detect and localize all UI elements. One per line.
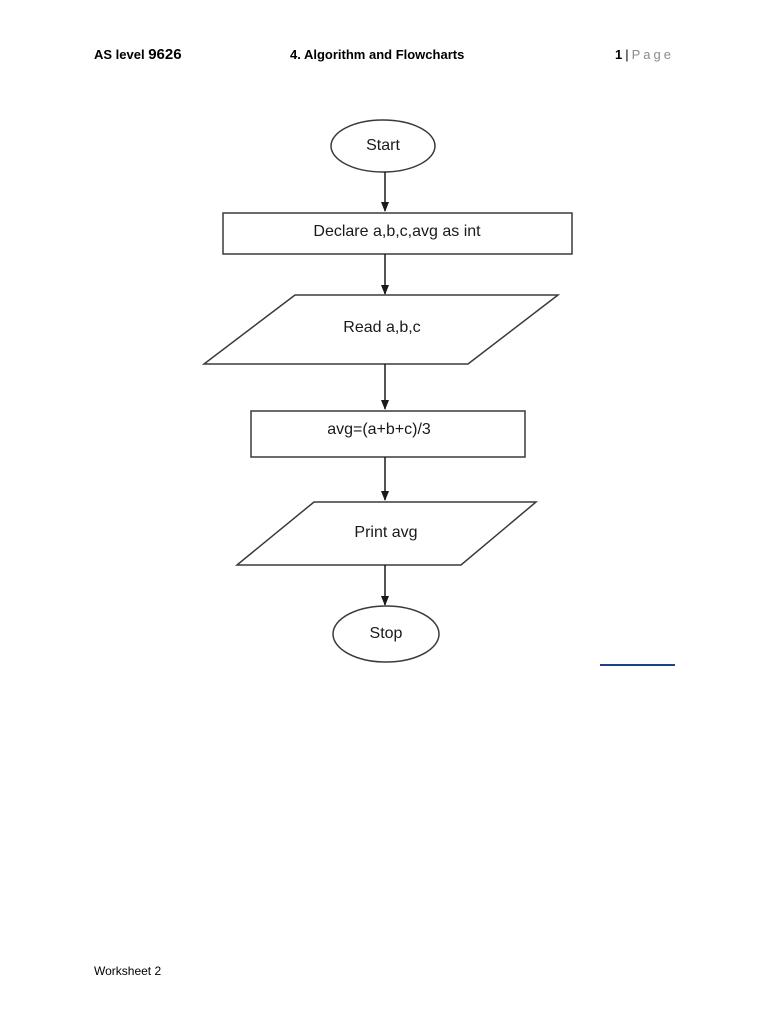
start-terminator [330,119,436,173]
page-separator: | [625,47,629,62]
declare-process-box [222,212,573,255]
course-code: 9626 [148,46,182,63]
print-output-parallelogram [234,501,539,566]
compute-label: avg=(a+b+c)/3 [327,421,431,438]
chapter-title: 4. Algorithm and Flowcharts [290,47,465,62]
declare-label: Declare a,b,c,avg as int [313,223,481,240]
page-footer: Worksheet 2 [94,964,162,978]
read-input-parallelogram [201,294,561,365]
page-header: AS level 9626 4. Algorithm and Flowchart… [94,46,674,66]
start-label: Start [366,137,400,154]
page-indicator: 1|Page [615,47,674,62]
page-word: Page [631,47,674,62]
link-underline [600,664,675,666]
course-label: AS level 9626 [94,46,182,63]
page-number: 1 [615,47,623,62]
stop-terminator [332,605,440,663]
compute-process-box [250,410,526,458]
stop-label: Stop [370,625,403,642]
read-label: Read a,b,c [343,319,420,336]
print-label: Print avg [354,524,417,541]
course-level: AS level [94,47,145,62]
